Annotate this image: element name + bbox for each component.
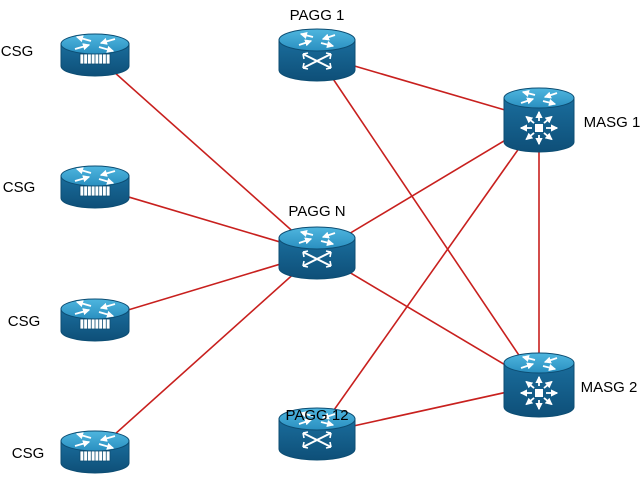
- router-icon: [60, 298, 130, 342]
- links-layer: [94, 54, 540, 453]
- pagg-1-label: PAGG 1: [290, 7, 345, 24]
- link-csg1-paggn: [94, 54, 318, 254]
- link-paggn-masg2: [316, 252, 540, 386]
- csg-label-3: CSG: [8, 313, 41, 330]
- aggregation-switch-icon: [278, 226, 356, 280]
- router-icon: [60, 430, 130, 474]
- masg-2-label: MASG 2: [581, 379, 638, 396]
- csg-label-2: CSG: [3, 179, 36, 196]
- csg-label-4: CSG: [12, 445, 45, 462]
- multilayer-switch-icon: [503, 352, 575, 418]
- link-paggn-masg1: [316, 119, 540, 254]
- pagg-12-node[interactable]: PAGG 12: [278, 407, 356, 461]
- csg-node-4[interactable]: CSG: [12, 430, 130, 474]
- csg-node-1[interactable]: CSG: [1, 33, 130, 77]
- csg-node-2[interactable]: CSG: [3, 165, 130, 209]
- csg-label-1: CSG: [1, 43, 34, 60]
- link-csg4-paggn: [94, 252, 318, 453]
- csg-node-3[interactable]: CSG: [8, 298, 130, 342]
- router-icon: [60, 165, 130, 209]
- aggregation-switch-icon: [278, 28, 356, 82]
- multilayer-switch-icon: [503, 87, 575, 153]
- pagg-1-node[interactable]: PAGG 1: [278, 7, 356, 82]
- router-icon: [60, 33, 130, 77]
- aggregation-switch-icon: [278, 407, 356, 461]
- pagg-12-label: PAGG 12: [285, 407, 348, 424]
- masg-1-label: MASG 1: [584, 114, 641, 131]
- masg-1-node[interactable]: MASG 1: [503, 87, 641, 153]
- link-pagg12-masg1: [316, 119, 540, 435]
- link-pagg1-masg2: [316, 54, 540, 386]
- masg-2-node[interactable]: MASG 2: [503, 352, 638, 418]
- pagg-n-node[interactable]: PAGG N: [278, 203, 356, 280]
- pagg-n-label: PAGG N: [288, 203, 345, 220]
